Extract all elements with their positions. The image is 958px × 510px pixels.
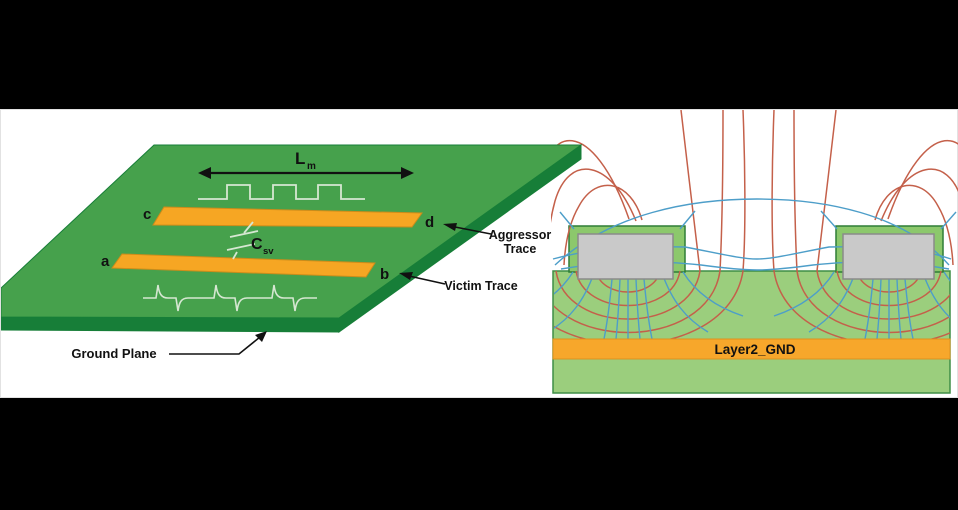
victim-induced-pulses xyxy=(143,284,317,312)
ground-plane-top xyxy=(1,144,583,319)
left-copper-trace xyxy=(577,233,674,280)
ground-plane-arrowhead xyxy=(255,331,267,342)
ground-plane-arrow xyxy=(169,336,261,355)
figure-content: Layer2_GND L m xyxy=(0,109,958,398)
cross-section-panel: Layer2_GND xyxy=(551,110,958,394)
aggressor-trace xyxy=(152,206,423,228)
csv-label-sub: sv xyxy=(263,246,274,257)
aggressor-label-line1: Aggressor xyxy=(489,228,552,242)
ground-plane-label: Ground Plane xyxy=(71,346,156,361)
ground-layer-band xyxy=(552,338,951,360)
lm-label-sub: m xyxy=(307,161,316,172)
aggressor-arrowhead xyxy=(443,223,457,231)
pad-d-label: d xyxy=(425,214,434,231)
lm-arrowhead-right xyxy=(401,167,414,179)
aggressor-square-wave xyxy=(198,184,365,200)
lm-label: L xyxy=(295,149,305,168)
lm-arrowhead-left xyxy=(198,167,211,179)
board-front-face xyxy=(1,316,340,333)
victim-arrowhead xyxy=(399,272,413,280)
pad-a-label: a xyxy=(101,253,110,270)
csv-label: C xyxy=(251,236,263,253)
board-3d-panel: L m C sv c d xyxy=(1,144,583,361)
crosstalk-diagram: Layer2_GND L m xyxy=(1,110,958,394)
aggressor-arrow xyxy=(454,226,492,235)
aggressor-label-line2: Trace xyxy=(504,242,537,256)
mutual-capacitor-symbol xyxy=(226,221,259,260)
victim-trace xyxy=(111,253,376,278)
pad-b-label: b xyxy=(380,266,389,283)
pad-c-label: c xyxy=(143,206,151,223)
right-copper-trace xyxy=(842,233,935,280)
victim-label: Victim Trace xyxy=(444,279,517,293)
victim-arrow xyxy=(408,275,446,285)
field-lines xyxy=(551,110,958,339)
ground-layer-label: Layer2_GND xyxy=(714,342,795,357)
